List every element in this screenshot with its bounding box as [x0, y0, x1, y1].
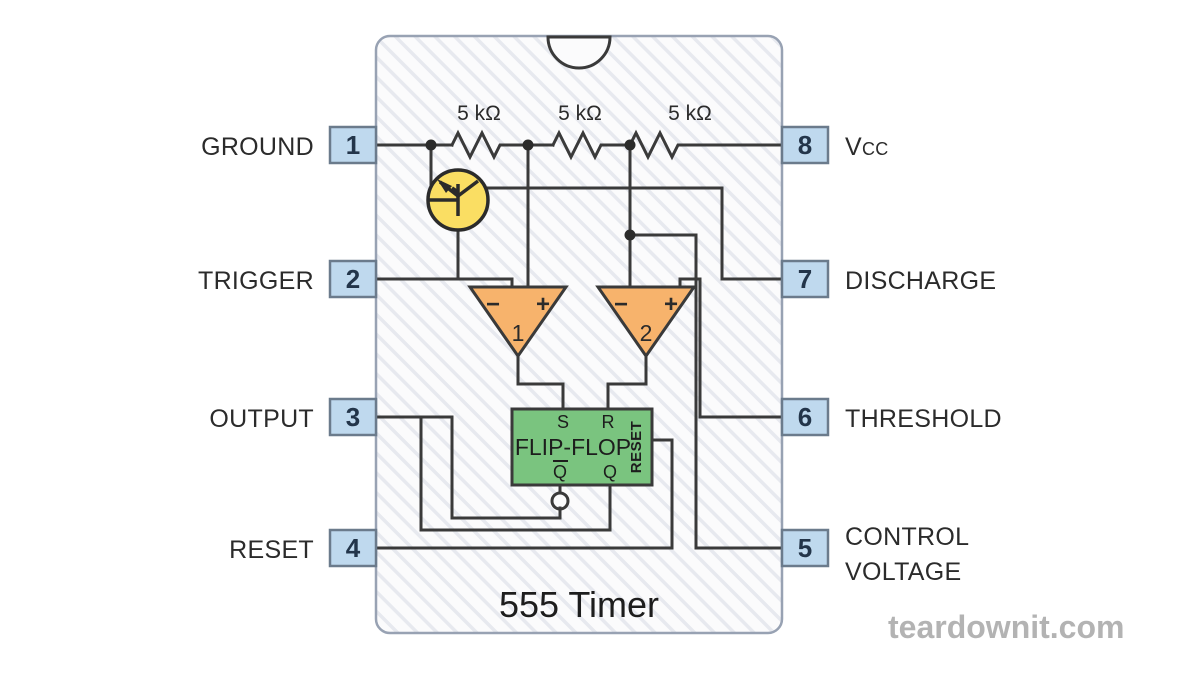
pin-5-label-line2: VOLTAGE [845, 558, 961, 586]
pin-5-label-line1: CONTROL [845, 523, 969, 551]
comparator-2-minus: − [614, 291, 628, 318]
comparator-1-plus: + [536, 291, 550, 318]
pin-3[interactable]: 3 OUTPUT [209, 397, 378, 437]
chip-title: 555 Timer [499, 584, 659, 625]
flip-flop-output-qbar-group: Q [553, 460, 568, 482]
resistor-3-label: 5 kΩ [668, 102, 712, 125]
pin-8-number: 8 [798, 130, 812, 160]
pin-3-box[interactable] [328, 397, 378, 437]
pin-3-label: OUTPUT [209, 405, 314, 433]
watermark: teardownit.com [888, 609, 1124, 645]
pin-8-box[interactable] [780, 125, 830, 165]
pin-2-number: 2 [346, 264, 360, 294]
flip-flop-input-r: R [602, 412, 615, 432]
pin-8-label: VCC [845, 133, 889, 161]
chip-notch-icon [546, 35, 612, 70]
pin-7-label: DISCHARGE [845, 267, 996, 295]
pin-6-number: 6 [798, 402, 812, 432]
pin-2-box[interactable] [328, 259, 378, 299]
pin-1-number: 1 [346, 130, 360, 160]
pin-7-number: 7 [798, 264, 812, 294]
pin-7-box[interactable] [780, 259, 830, 299]
comparator-2-plus: + [664, 291, 678, 318]
flip-flop-label: FLIP-FLOP [515, 434, 631, 460]
flip-flop-output-q: Q [603, 462, 617, 482]
pin-1-box[interactable] [328, 125, 378, 165]
pin-6-label: THRESHOLD [845, 405, 1002, 433]
junction-dot [624, 229, 636, 241]
pin-5[interactable]: 5 CONTROL VOLTAGE [780, 523, 969, 586]
comparator-2-number: 2 [640, 320, 653, 346]
wire-network [374, 129, 784, 550]
pin-6[interactable]: 6 THRESHOLD [780, 397, 1002, 437]
chip-body [374, 34, 784, 635]
resistor-2-label: 5 kΩ [558, 102, 602, 125]
pin-4-number: 4 [346, 533, 361, 563]
pin-3-number: 3 [346, 402, 360, 432]
junction-dot [425, 139, 437, 151]
pin-6-box[interactable] [780, 397, 830, 437]
comparator-2-body [595, 285, 697, 359]
flip-flop-output-qbar: Q [553, 462, 567, 482]
comparator-1: − + 1 [467, 285, 569, 359]
comparator-1-body [467, 285, 569, 359]
flip-flop-input-s: S [557, 412, 569, 432]
junction-dot [624, 139, 636, 151]
pin-1-label: GROUND [201, 133, 314, 161]
comparator-2: − + 2 [595, 285, 697, 359]
emitter-arrow-icon [437, 179, 452, 193]
junction-dot [522, 139, 534, 151]
flip-flop: S R FLIP-FLOP Q Q RESET [510, 407, 654, 487]
pin-4-label: RESET [229, 536, 314, 564]
pin-8[interactable]: 8 VCC [780, 125, 889, 165]
resistor-1-label: 5 kΩ [457, 102, 501, 125]
pin-2-label: TRIGGER [198, 267, 314, 295]
comparator-1-number: 1 [512, 320, 525, 346]
pin-4[interactable]: 4 RESET [229, 528, 378, 568]
pin-7[interactable]: 7 DISCHARGE [780, 259, 996, 299]
pin-2[interactable]: 2 TRIGGER [198, 259, 378, 299]
flip-flop-reset-label: RESET [628, 421, 645, 474]
pin-5-number: 5 [798, 533, 812, 563]
flip-flop-body [510, 407, 654, 487]
chip-package [374, 34, 784, 635]
pin-1[interactable]: 1 GROUND [201, 125, 378, 165]
pnp-transistor [426, 168, 490, 232]
comparator-1-minus: − [486, 291, 500, 318]
pin-4-box[interactable] [328, 528, 378, 568]
pin-5-box[interactable] [780, 528, 830, 568]
